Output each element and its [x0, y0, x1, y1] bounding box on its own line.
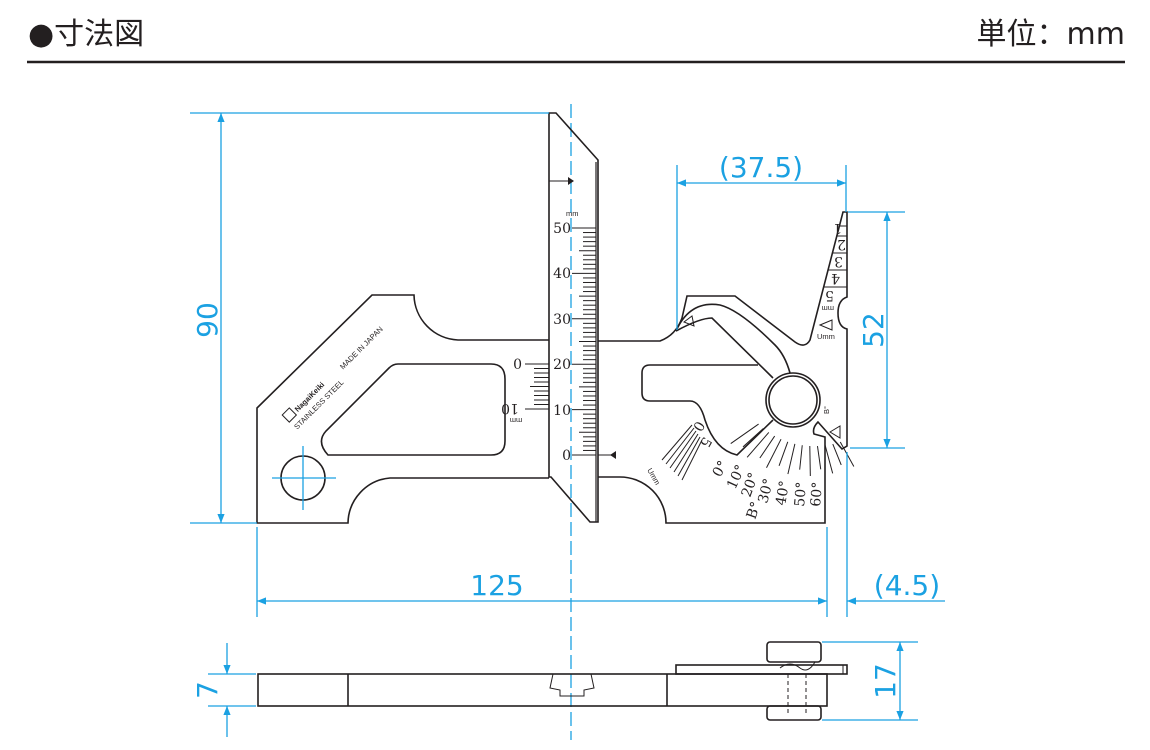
gap-scale: 1 2 3 4 5 mm Umm B° — [817, 220, 847, 439]
pivot-ring-inner — [768, 375, 818, 425]
main-scale-labels: 0 10 20 30 40 50 mm — [553, 209, 578, 464]
knob-bottom — [766, 705, 822, 721]
scale-label: 0 — [562, 448, 571, 464]
main-scale-ticks — [572, 227, 596, 456]
scale-label: 20 — [553, 357, 571, 373]
side-gauge-plate — [675, 664, 848, 675]
dimension-offset: (4.5) — [846, 452, 945, 617]
side-view — [257, 641, 848, 721]
brand-logo-icon — [281, 407, 298, 423]
gauge-finger — [675, 303, 791, 374]
knob-top — [766, 641, 822, 663]
spring-icon — [779, 661, 816, 671]
angle-scale — [730, 423, 855, 476]
angle-label: 20° — [739, 471, 763, 500]
pointer-arrow-icon — [568, 177, 574, 185]
slot-right — [641, 364, 774, 456]
gap-label: 4 — [831, 270, 840, 286]
gap-label: 1 — [833, 220, 842, 236]
angle-tick — [816, 445, 822, 470]
angle-label: 60° — [808, 481, 826, 507]
dimension-label: 90 — [191, 302, 224, 338]
dimension-thickness: 7 — [191, 643, 256, 737]
angle-tick — [824, 445, 834, 474]
dimension-label: 17 — [869, 663, 902, 699]
angle-tick — [746, 432, 770, 458]
window-slot — [320, 363, 506, 456]
undercut-line — [665, 427, 695, 465]
angle-tick — [730, 423, 759, 445]
pivot-ring — [765, 372, 821, 428]
sub-scale-label: 0 — [513, 357, 522, 373]
page-title: ●寸法図 — [28, 17, 144, 52]
dimension-gauge-height: 52 — [848, 211, 905, 449]
side-body — [257, 673, 828, 707]
sub-scale-label: 10 — [501, 400, 519, 416]
angle-label: 40° — [773, 479, 793, 506]
angle-tick — [832, 443, 842, 466]
gap-label: 5 — [825, 287, 834, 303]
triangle-mark-icon — [818, 319, 833, 331]
angle-labels: 0° 10° 20° 30° 40° 50° 60° B° — [710, 458, 827, 521]
b-deg-label: B° — [744, 500, 765, 522]
undercut-line — [677, 436, 701, 477]
scale-label: 50 — [553, 221, 571, 237]
scale-label: 10 — [553, 403, 571, 419]
angle-tick — [799, 445, 803, 470]
angle-tick — [778, 441, 789, 466]
dimension-total-thickness: 17 — [822, 641, 918, 721]
undercut-line — [673, 433, 699, 473]
unit-mark: mm — [566, 209, 579, 218]
scale-label: 30 — [553, 312, 571, 328]
gap-label: 3 — [834, 253, 843, 269]
dimension-label: 125 — [470, 569, 523, 602]
umm-label: Umm — [645, 467, 662, 487]
dimension-label: 7 — [191, 681, 224, 699]
angle-tick — [809, 445, 811, 476]
dimension-width: 125 — [256, 527, 828, 617]
angle-tick — [766, 438, 782, 468]
undercut-line — [661, 424, 693, 461]
b-deg-mark: B° — [822, 406, 831, 414]
unit-label: 単位：mm — [977, 17, 1125, 52]
undercut-line — [681, 439, 703, 481]
dimension-label: (37.5) — [719, 151, 803, 184]
angle-tick — [742, 428, 764, 448]
umm-label: Umm — [817, 332, 835, 341]
angle-tick — [787, 443, 796, 475]
unit-mark: mm — [822, 304, 835, 313]
dimension-gauge-width: (37.5) — [676, 151, 847, 330]
pointer-arrow-icon — [610, 451, 616, 459]
dimension-label: 52 — [857, 312, 890, 348]
angle-tick — [759, 435, 776, 459]
sub-scale-ticks — [525, 363, 549, 410]
gauge-body-right — [598, 211, 848, 524]
gauge-finger-inner — [675, 317, 774, 379]
triangle-mark-icon — [829, 425, 841, 439]
undercut-scale — [661, 424, 703, 481]
dimension-height: 90 — [190, 112, 549, 524]
side-ruler-notch — [549, 673, 595, 697]
triangle-mark-icon — [682, 315, 695, 327]
undercut-line — [669, 430, 697, 469]
angle-label: 50° — [792, 481, 810, 507]
dimension-label: (4.5) — [874, 569, 940, 602]
scale-label: 40 — [553, 266, 571, 282]
angle-label: 0° — [710, 458, 732, 480]
angle-label: 30° — [755, 477, 777, 505]
gap-label: 2 — [837, 236, 846, 252]
unit-mark: mm — [510, 416, 523, 425]
brand-marking: NagaiKeiki STAINLESS STEEL MADE IN JAPAN — [281, 325, 385, 431]
sliding-ruler — [548, 112, 599, 523]
gauge-body-left — [256, 294, 549, 524]
origin-text: MADE IN JAPAN — [338, 325, 385, 372]
